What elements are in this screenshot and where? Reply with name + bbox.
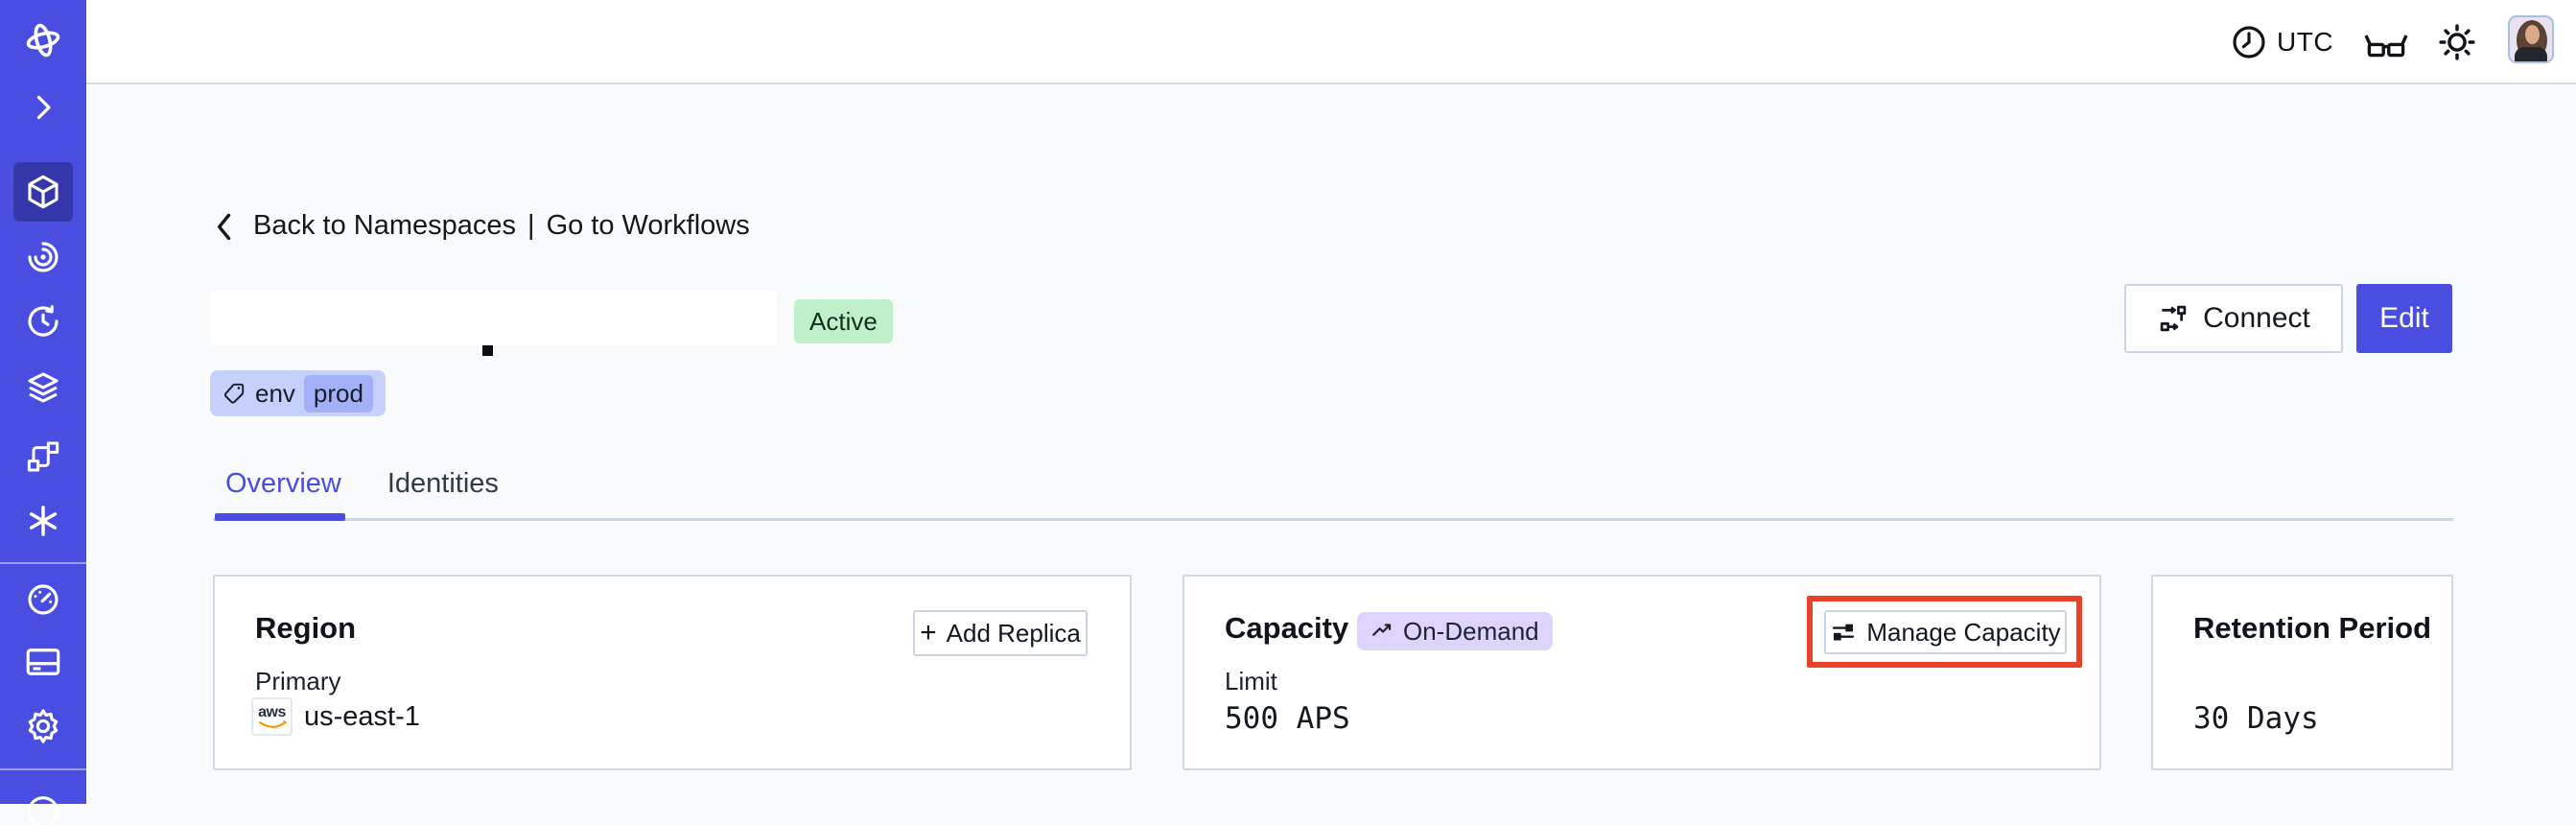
retention-card-title: Retention Period (2193, 611, 2432, 645)
namespace-tag[interactable]: env prod (210, 370, 386, 416)
region-card: Region + Add Replica Primary aws us-east… (213, 575, 1132, 770)
back-chevron-icon[interactable] (209, 209, 242, 242)
sliders-icon (1833, 624, 1855, 641)
namespace-name-redacted (210, 291, 777, 345)
chevron-right-icon (36, 95, 51, 120)
temporal-logo-icon (0, 13, 86, 67)
aws-logo-text: aws (258, 703, 286, 720)
add-replica-label: Add Replica (946, 618, 1081, 648)
trending-up-icon (1372, 624, 1392, 636)
aws-smile-icon (258, 719, 287, 728)
on-demand-badge: On-Demand (1357, 612, 1553, 650)
limit-value: 500 APS (1225, 701, 1350, 736)
avatar-body (2515, 47, 2547, 61)
glasses-icon (2364, 35, 2408, 58)
edit-button-label: Edit (2379, 302, 2429, 334)
tab-bar: Overview Identities (225, 468, 499, 500)
layers-icon (28, 372, 59, 403)
sidebar (0, 0, 86, 825)
sidebar-divider (0, 768, 86, 770)
credit-card-icon (26, 648, 60, 675)
sidebar-item-deployments[interactable] (0, 361, 86, 414)
sidebar-item-usage[interactable] (0, 573, 86, 626)
asterisk-icon (29, 506, 58, 536)
gauge-icon (28, 584, 59, 615)
clock-rotate-icon (28, 305, 59, 337)
tab-overview[interactable]: Overview (225, 468, 341, 499)
connect-button[interactable]: Connect (2124, 284, 2343, 353)
active-tab-underline (215, 513, 345, 521)
spiral-icon (28, 242, 59, 272)
retention-value: 30 Days (2193, 701, 2319, 736)
breadcrumb-back-link[interactable]: Back to Namespaces (253, 209, 517, 241)
tag-icon (223, 383, 245, 404)
capacity-card: Capacity On-Demand Manage Capacity Limit… (1183, 575, 2101, 770)
topbar (86, 0, 2576, 84)
sidebar-item-support[interactable] (0, 787, 86, 825)
title-redaction-artifact (482, 345, 493, 356)
add-replica-button[interactable]: + Add Replica (913, 610, 1088, 656)
plus-icon: + (920, 617, 937, 648)
manage-capacity-label: Manage Capacity (1866, 617, 2061, 647)
sidebar-item-settings[interactable] (0, 699, 86, 753)
gear-icon (28, 709, 59, 743)
user-avatar[interactable] (2508, 15, 2554, 63)
primary-label: Primary (255, 667, 341, 695)
connect-button-label: Connect (2203, 302, 2310, 334)
edit-button[interactable]: Edit (2356, 284, 2452, 353)
annotation-highlight-box (1807, 596, 2082, 668)
avatar-face (2525, 25, 2540, 44)
sidebar-item-namespaces[interactable] (0, 165, 86, 219)
region-card-title: Region (255, 611, 357, 645)
sidebar-item-nexus[interactable] (0, 430, 86, 483)
timezone-selector[interactable]: UTC (2277, 27, 2334, 57)
capacity-card-title: Capacity (1225, 611, 1349, 645)
on-demand-label: On-Demand (1403, 616, 1539, 646)
branch-pipeline-icon (27, 441, 59, 472)
sidebar-item-schedules[interactable] (0, 295, 86, 348)
cube-icon (28, 175, 59, 209)
breadcrumb-separator: | (527, 209, 535, 241)
aws-provider-icon: aws (251, 697, 293, 736)
sidebar-expand-button[interactable] (0, 81, 86, 134)
sidebar-item-batch[interactable] (0, 494, 86, 548)
breadcrumb: Back to Namespaces | Go to Workflows (209, 201, 750, 249)
breadcrumb-workflows-link[interactable]: Go to Workflows (546, 209, 750, 241)
connect-flow-icon (2160, 305, 2187, 332)
tab-baseline (213, 518, 2453, 521)
sidebar-item-billing[interactable] (0, 635, 86, 689)
primary-region-row: aws us-east-1 (251, 697, 420, 736)
status-badge-label: Active (809, 306, 878, 336)
tag-value-chip: prod (303, 374, 373, 412)
tab-identities[interactable]: Identities (386, 468, 499, 499)
manage-capacity-button[interactable]: Manage Capacity (1824, 610, 2067, 654)
sidebar-divider (0, 562, 86, 564)
support-circle-icon (27, 796, 59, 825)
status-badge: Active (794, 299, 893, 343)
theme-toggle[interactable] (2436, 21, 2478, 63)
clock-icon (2230, 23, 2268, 61)
tag-key: env (255, 378, 295, 408)
region-value: us-east-1 (304, 700, 420, 732)
retention-card: Retention Period 30 Days (2151, 575, 2453, 770)
labs-glasses-toggle[interactable] (2361, 21, 2411, 63)
sun-icon (2439, 24, 2475, 60)
limit-label: Limit (1225, 667, 1277, 695)
sidebar-item-workflows[interactable] (0, 230, 86, 284)
